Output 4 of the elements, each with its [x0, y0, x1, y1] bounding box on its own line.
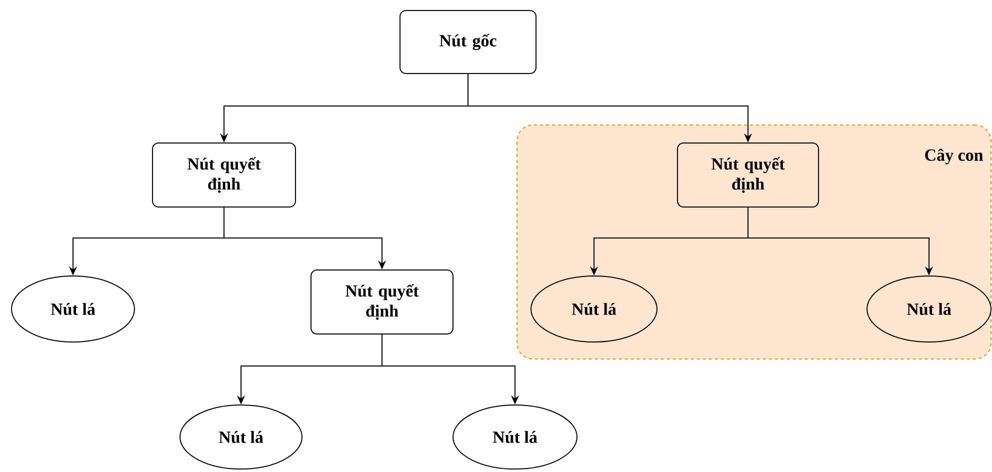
- decision-box: Nút quyết định: [310, 270, 454, 334]
- decision-box: Nút quyết định: [152, 142, 296, 208]
- decision-box: Nút quyết định: [677, 142, 819, 208]
- decision-box: Nút gốc: [400, 10, 536, 74]
